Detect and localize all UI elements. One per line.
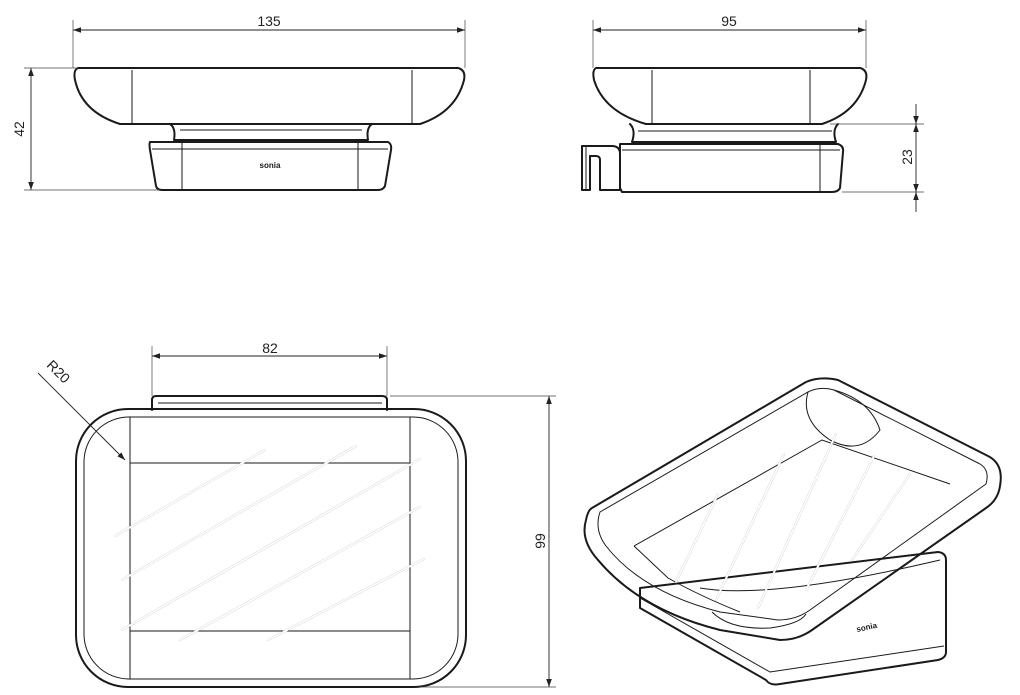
dimension-label-82: 82	[262, 340, 278, 356]
front-view: sonia	[73, 67, 466, 191]
brand-logo-iso: sonia	[856, 621, 879, 634]
dimension-corner-radius: R20	[37, 357, 126, 461]
dimension-label-95: 95	[721, 13, 737, 29]
dimension-height: 42	[11, 67, 160, 191]
iso-drain-bars	[675, 433, 911, 609]
dimension-front-width: 135	[72, 13, 466, 68]
dimension-label-42: 42	[11, 121, 27, 137]
dimension-side-depth: 95	[592, 13, 867, 68]
dimension-top-depth: 99	[390, 395, 556, 688]
brand-logo: sonia	[260, 161, 281, 170]
dimension-label-r20: R20	[44, 357, 74, 387]
dimension-label-99: 99	[532, 533, 548, 549]
dimension-label-135: 135	[257, 13, 281, 29]
top-view	[75, 395, 467, 688]
dimension-top-width: 82	[151, 340, 388, 396]
dimension-base-height: 23	[830, 104, 924, 212]
isometric-view: sonia	[583, 377, 1002, 686]
dimension-label-23: 23	[899, 149, 915, 165]
side-view	[581, 67, 868, 193]
